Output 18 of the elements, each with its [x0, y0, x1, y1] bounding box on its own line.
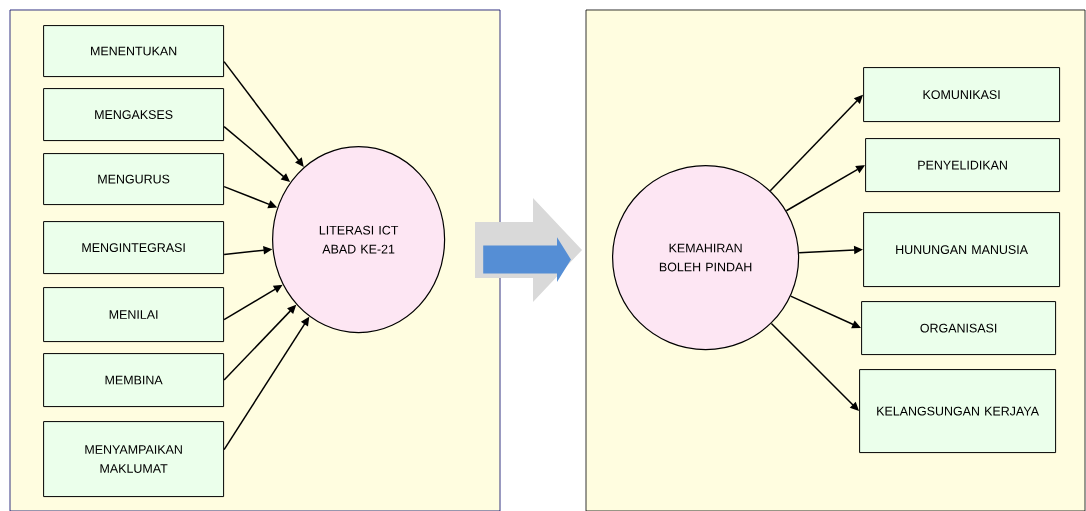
text-box: MENYAMPAIKAN MAKLUMAT: [43, 421, 225, 498]
text-box: PENYELIDIKAN: [865, 138, 1061, 193]
text-box: MEMBINA: [43, 353, 225, 408]
ellipse-node: LITERASI ICT ABAD KE-21: [272, 146, 446, 334]
arrow: [223, 60, 304, 167]
text-box: KELANGSUNGAN KERJAYA: [859, 369, 1057, 454]
text-box: ORGANISASI: [861, 301, 1057, 356]
text-box: MENGURUS: [43, 153, 225, 206]
text-box: MENILAI: [43, 287, 225, 343]
text-box: KOMUNIKASI: [863, 67, 1061, 123]
text-box: MENENTUKAN: [43, 25, 225, 78]
arrow: [785, 165, 865, 212]
ellipse-node: KEMAHIRAN BOLEH PINDAH: [612, 165, 800, 351]
text-box: MENGAKSES: [43, 88, 225, 142]
arrow: [789, 295, 861, 329]
text-box: MENGINTEGRASI: [43, 221, 225, 275]
text-box: HUNUNGAN MANUSIA: [863, 212, 1061, 288]
block-arrow: [475, 198, 582, 302]
